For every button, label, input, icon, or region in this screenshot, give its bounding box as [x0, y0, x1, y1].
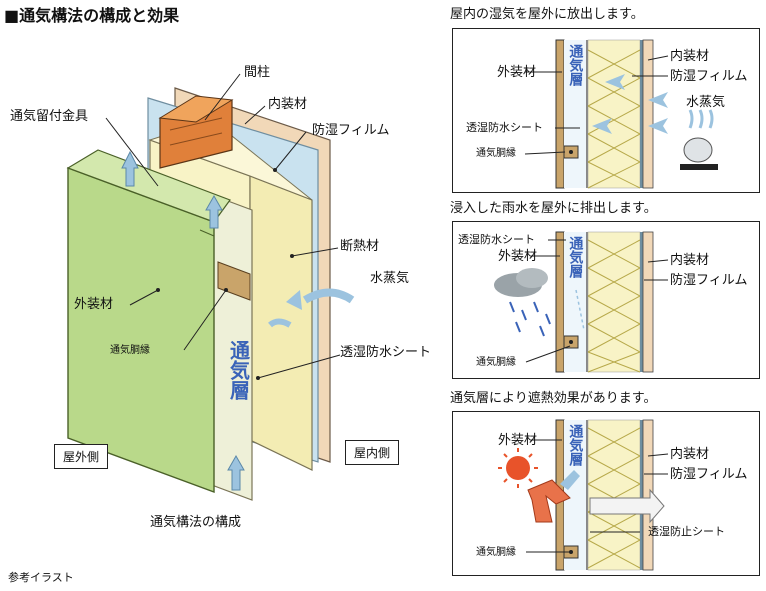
panel2-batten: 通気胴縁: [476, 357, 516, 368]
panel2-heading: 浸入した雨水を屋外に排出します。: [450, 201, 657, 216]
leader-dot-furring: [224, 288, 228, 292]
airflow-arrow-1: [227, 454, 245, 491]
label-film: 防湿フィルム: [312, 123, 390, 138]
panel3-layer: 通気層: [567, 424, 583, 470]
panel1-batten: 通気胴縁: [476, 148, 516, 159]
stud-top: [158, 95, 234, 123]
panel1-heading: 屋内の湿気を屋外に放出します。: [450, 7, 644, 22]
panel3-layer-text: 通気層: [567, 424, 584, 466]
label-douen: 通気胴縁: [110, 345, 150, 356]
label-naisouzai: 内装材: [268, 97, 308, 112]
page-title: ■通気構法の構成と効果: [4, 6, 180, 25]
panel2-layer: 通気層: [567, 236, 583, 282]
panel1-layer-text: 通気層: [567, 44, 584, 86]
panel1-steam: 水蒸気: [686, 95, 726, 110]
panel2-inner: 内装材: [670, 253, 710, 268]
panel1-outer: 外装材: [497, 65, 537, 80]
panel2-layer-text: 通気層: [567, 236, 584, 278]
leader-dot-siding: [156, 288, 160, 292]
interior-side-box: 屋内側: [345, 440, 400, 465]
label-kanagu: 通気留付金具: [10, 109, 89, 124]
label-mabashira: 間柱: [244, 65, 271, 80]
airflow-arrow-2: [121, 150, 139, 187]
panel3-outer: 外装材: [498, 433, 538, 448]
panel1-layer: 通気層: [567, 44, 583, 90]
footnote: 参考イラスト: [8, 571, 74, 584]
exterior-side-box: 屋外側: [54, 444, 109, 469]
tsuuki-text: 通気層: [226, 340, 251, 400]
leader-dot-sheet: [256, 376, 260, 380]
vapor-arrow: [302, 288, 355, 304]
leader-dot-film: [273, 168, 277, 172]
panel3-heading: 通気層により遮熱効果があります。: [450, 391, 657, 406]
label-tsuuki: 通気層: [226, 340, 251, 404]
panel1-sheet: 透湿防水シート: [466, 121, 543, 134]
panel2-sheet: 透湿防水シート: [458, 233, 535, 246]
panel2-film: 防湿フィルム: [670, 273, 748, 288]
label-jouki: 水蒸気: [370, 271, 410, 286]
airflow-arrow-3: [205, 194, 223, 229]
panel3-sheet: 透湿防止シート: [648, 525, 725, 538]
panel2-outer: 外装材: [498, 249, 538, 264]
label-gaisou: 外装材: [74, 297, 114, 312]
label-sheet: 透湿防水シート: [340, 345, 432, 360]
vapor-arrow-head: [286, 290, 302, 310]
leader-dot-insulation: [290, 254, 294, 258]
panel3-inner: 内装材: [670, 447, 710, 462]
main-caption: 通気構法の構成: [150, 515, 242, 530]
panel3-batten: 通気胴縁: [476, 547, 516, 558]
panel1-inner: 内装材: [670, 49, 710, 64]
panel3-film: 防湿フィルム: [670, 467, 748, 482]
label-dannetsu: 断熱材: [340, 239, 380, 254]
panel1-film: 防湿フィルム: [670, 69, 748, 84]
